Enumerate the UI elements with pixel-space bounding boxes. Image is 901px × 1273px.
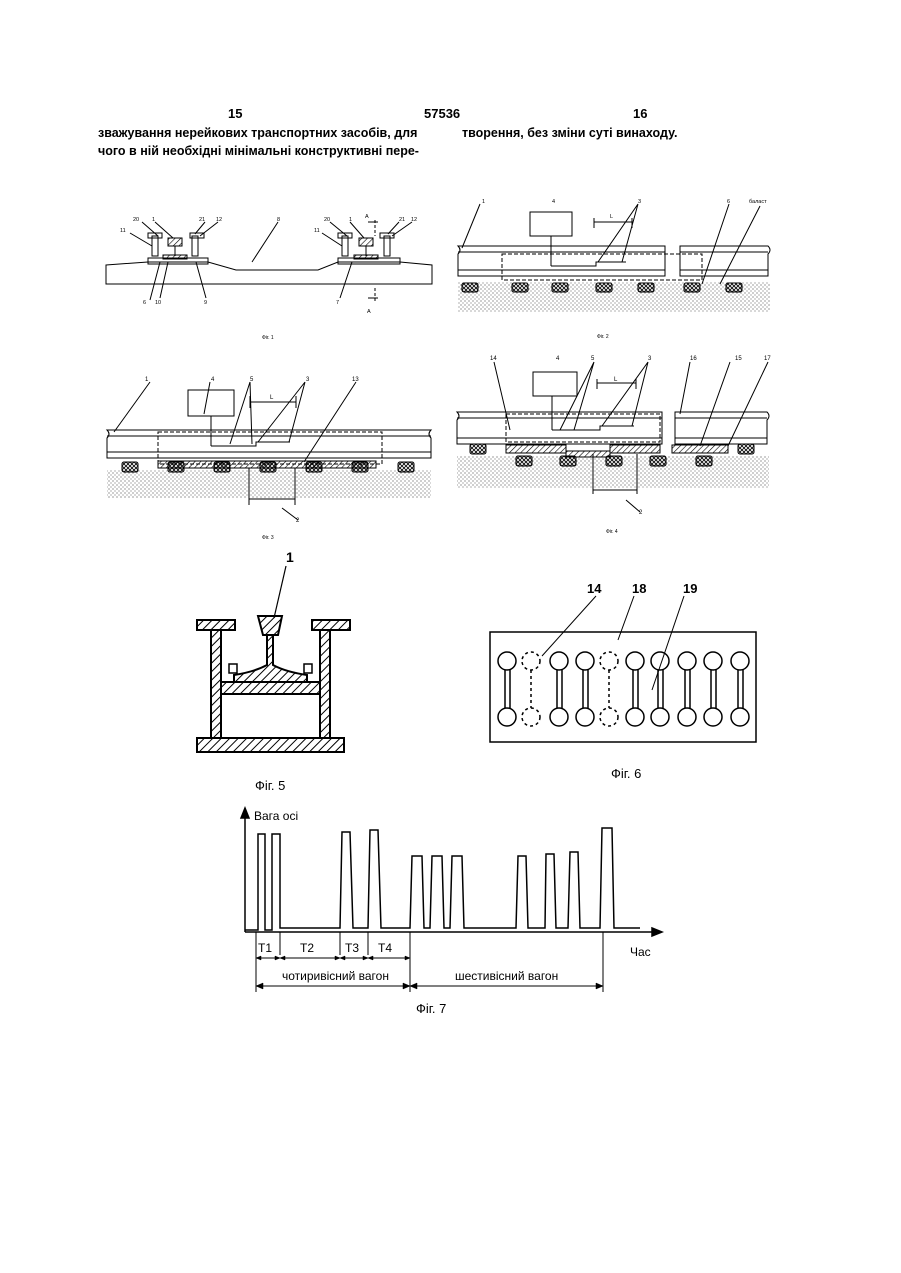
fig2-label-3: 3 (638, 199, 641, 205)
fig2-label-ballast: баласт (749, 199, 767, 205)
fig5-label-1: 1 (286, 549, 294, 565)
fig1-label-7: 7 (336, 300, 339, 306)
fig4-label-5: 5 (591, 356, 595, 362)
fig1-label-21b: 21 (399, 217, 405, 223)
fig4-label-3: 3 (648, 356, 652, 362)
fig3-caption: Фіг. 3 (262, 535, 274, 541)
fig7-interval-t2: T2 (300, 941, 314, 955)
fig1-label-8: 8 (277, 217, 280, 223)
fig3-label-13: 13 (352, 377, 359, 383)
figure-2 (458, 204, 770, 312)
fig1-label-12b: 12 (411, 217, 417, 223)
fig1-label-11: 11 (120, 228, 126, 234)
fig4-label-15: 15 (735, 356, 742, 362)
fig1-label-10: 10 (155, 300, 161, 306)
fig1-label-a-bottom: A (367, 309, 371, 315)
fig3-label-4: 4 (211, 377, 215, 383)
fig7-caption: Фіг. 7 (416, 1001, 446, 1016)
figure-4 (457, 362, 769, 512)
fig4-caption: Фіг. 4 (606, 529, 618, 535)
fig1-label-a-top: A (365, 214, 369, 220)
fig3-label-3: 3 (306, 377, 310, 383)
fig2-label-4: 4 (552, 199, 555, 205)
fig1-label-1: 1 (152, 217, 155, 223)
fig4-label-4: 4 (556, 356, 560, 362)
fig3-label-2: 2 (296, 518, 300, 524)
fig1-label-12: 12 (216, 217, 222, 223)
fig1-label-20b: 20 (324, 217, 330, 223)
fig4-label-16: 16 (690, 356, 697, 362)
fig7-wagon-4-axle: чотиривісний вагон (282, 969, 389, 983)
fig1-label-1b: 1 (349, 217, 352, 223)
fig2-label-1: 1 (482, 199, 485, 205)
fig5-caption: Фіг. 5 (255, 778, 285, 793)
figure-7 (241, 808, 662, 992)
fig3-label-l: L (270, 395, 274, 401)
fig6-caption: Фіг. 6 (611, 766, 641, 781)
figure-3 (107, 382, 431, 520)
fig1-label-6: 6 (143, 300, 146, 306)
fig7-interval-t3: T3 (345, 941, 359, 955)
fig6-label-14: 14 (587, 581, 602, 596)
fig3-label-5: 5 (250, 377, 254, 383)
fig7-x-label: Час (630, 945, 651, 959)
fig1-label-20: 20 (133, 217, 139, 223)
fig1-label-21: 21 (199, 217, 205, 223)
fig7-interval-t4: T4 (378, 941, 392, 955)
fig4-label-14: 14 (490, 356, 497, 362)
fig4-label-2: 2 (639, 510, 643, 516)
fig2-label-l: L (610, 214, 613, 220)
fig7-interval-t1: T1 (258, 941, 272, 955)
figure-5 (197, 566, 350, 752)
fig7-wagon-6-axle: шестивісний вагон (455, 969, 558, 983)
fig4-label-17: 17 (764, 356, 771, 362)
fig2-label-6: 6 (727, 199, 730, 205)
figure-1 (106, 220, 432, 302)
fig2-caption: Фіг. 2 (597, 334, 609, 340)
fig6-label-18: 18 (632, 581, 646, 596)
figure-6 (490, 596, 756, 742)
fig4-label-l: L (614, 377, 618, 383)
fig1-caption: Фіг. 1 (262, 335, 274, 341)
fig6-label-19: 19 (683, 581, 697, 596)
fig7-y-label: Вага осі (254, 809, 298, 823)
fig3-label-1: 1 (145, 377, 149, 383)
fig1-label-11b: 11 (314, 228, 320, 234)
fig7-trace (245, 828, 640, 930)
fig1-label-9: 9 (204, 300, 207, 306)
figure-7-labels: Вага осі Час T1 T2 T3 T4 чотиривісний ва… (254, 809, 651, 1016)
